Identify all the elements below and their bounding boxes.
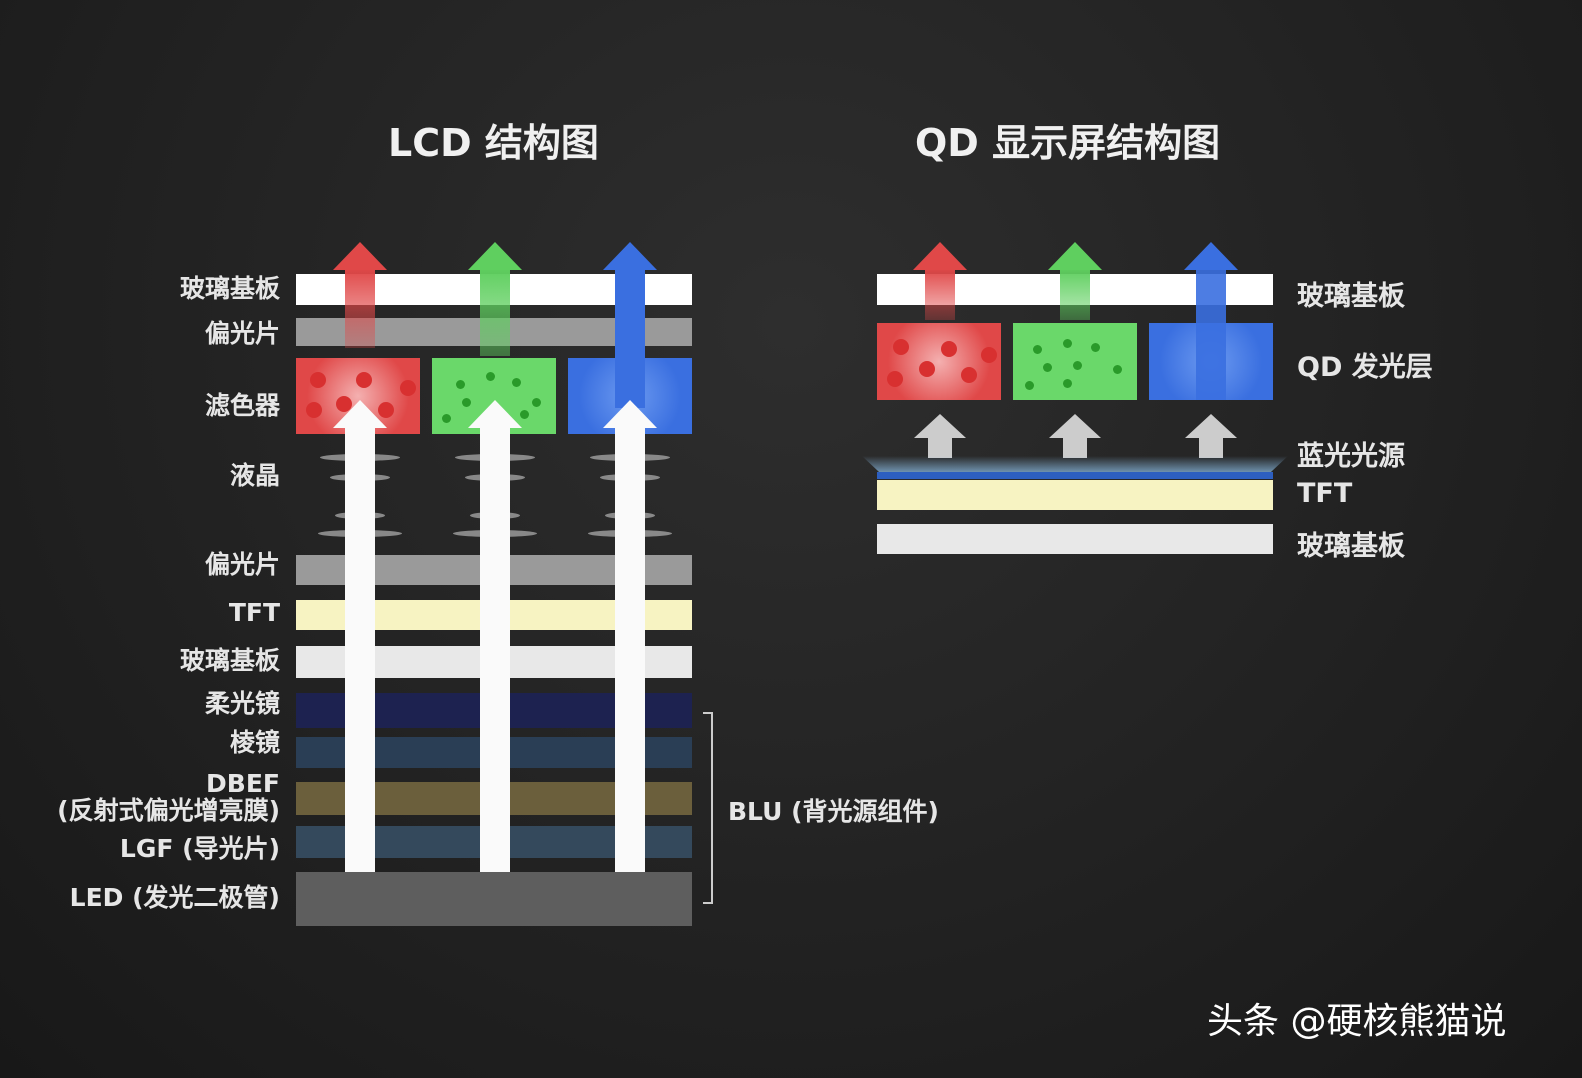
label-lgf: LGF (导光片) xyxy=(119,834,280,863)
label-tft: TFT xyxy=(228,598,280,627)
gray-arrow-head-icon xyxy=(1185,414,1237,438)
green-arrow-head-icon xyxy=(468,242,522,270)
qd-red-layer xyxy=(877,323,1001,400)
qd-title: QD 显示屏结构图 xyxy=(915,121,1221,165)
red-light-arrow xyxy=(925,268,955,320)
blue-light-arrow xyxy=(1196,268,1226,400)
white-arrow-head-icon xyxy=(468,400,522,428)
green-light-arrow xyxy=(1060,268,1090,320)
label-prism: 棱镜 xyxy=(229,728,280,757)
label-polarizer: 偏光片 xyxy=(204,319,280,348)
blue-light-up-arrow xyxy=(1063,436,1087,458)
white-arrow-head-icon xyxy=(333,400,387,428)
gray-arrow-head-icon xyxy=(914,414,966,438)
label-dbef: DBEF xyxy=(206,769,280,798)
red-light-arrow xyxy=(345,268,375,348)
qd-green-layer xyxy=(1013,323,1137,400)
blue-arrow-head-icon xyxy=(1184,242,1238,270)
label-tft: TFT xyxy=(1297,478,1353,509)
label-glass: 玻璃基板 xyxy=(1297,531,1405,562)
label-color-filter: 滤色器 xyxy=(204,391,280,420)
watermark: 头条 @硬核熊猫说 xyxy=(1207,1001,1507,1042)
qd-tft-layer xyxy=(877,480,1273,510)
label-led: LED (发光二极管) xyxy=(69,883,280,912)
qd-glass-bottom xyxy=(877,524,1273,554)
green-light-arrow xyxy=(480,268,510,356)
label-qd-layer: QD 发光层 xyxy=(1297,352,1433,383)
blue-light-up-arrow xyxy=(928,436,952,458)
blu-bracket xyxy=(703,712,713,904)
white-arrow-head-icon xyxy=(603,400,657,428)
white-light-arrow xyxy=(345,425,375,872)
label-liquid-crystal: 液晶 xyxy=(229,461,280,490)
blue-light-glow xyxy=(862,456,1288,472)
label-blue-light-source: 蓝光光源 xyxy=(1297,441,1405,472)
label-blu: BLU (背光源组件) xyxy=(728,797,939,826)
red-arrow-head-icon xyxy=(913,242,967,270)
red-arrow-head-icon xyxy=(333,242,387,270)
label-glass: 玻璃基板 xyxy=(1297,281,1405,312)
blue-light-up-arrow xyxy=(1199,436,1223,458)
label-dbef-desc: (反射式偏光增亮膜) xyxy=(57,796,280,825)
blue-light-source-layer xyxy=(877,472,1273,479)
label-glass: 玻璃基板 xyxy=(179,274,280,303)
white-light-arrow xyxy=(615,425,645,872)
label-glass: 玻璃基板 xyxy=(179,646,280,675)
led-layer xyxy=(296,872,692,926)
label-polarizer: 偏光片 xyxy=(204,550,280,579)
lcd-title: LCD 结构图 xyxy=(388,121,599,165)
blue-arrow-head-icon xyxy=(603,242,657,270)
white-light-arrow xyxy=(480,425,510,872)
blue-light-arrow xyxy=(615,268,645,408)
green-arrow-head-icon xyxy=(1048,242,1102,270)
label-diffuser: 柔光镜 xyxy=(204,689,280,718)
gray-arrow-head-icon xyxy=(1049,414,1101,438)
